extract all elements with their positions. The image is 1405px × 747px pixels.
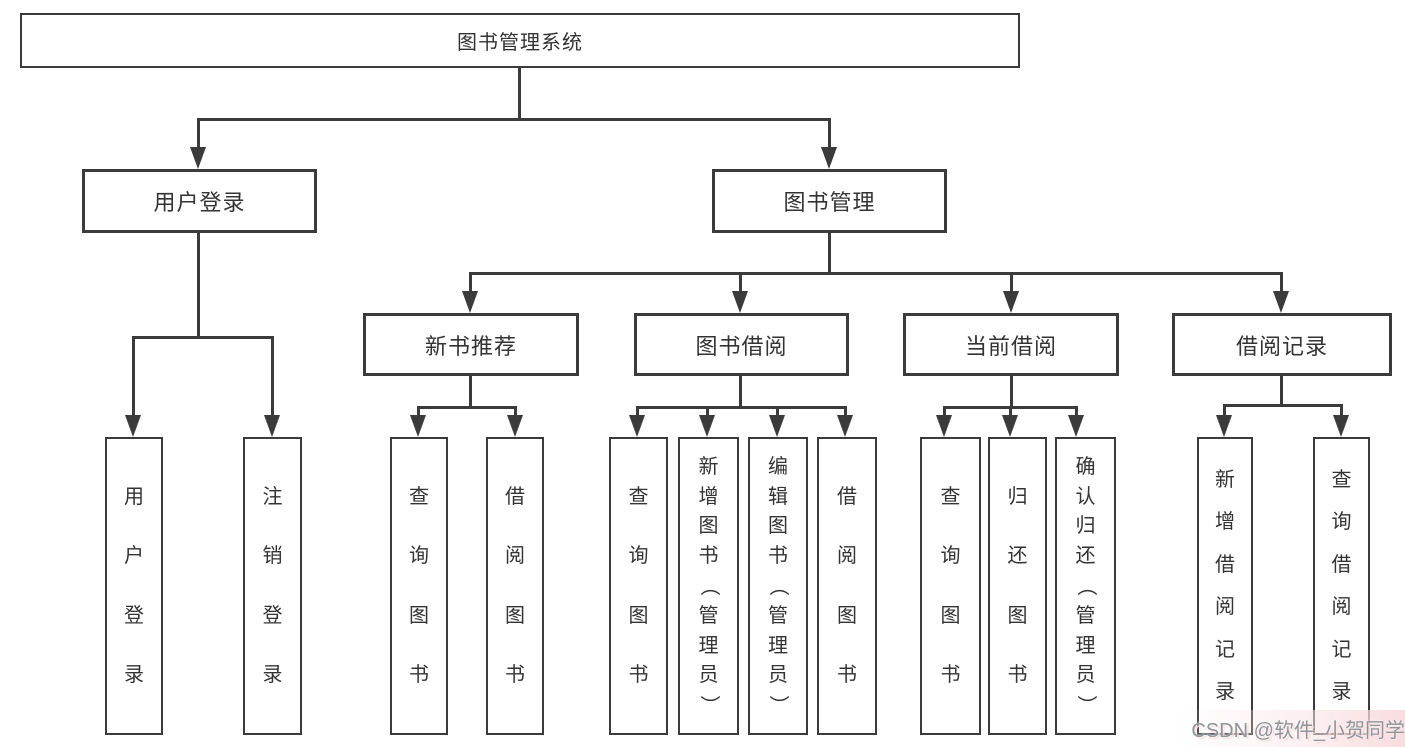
arrow-down-icon	[1333, 415, 1349, 437]
watermark-background	[1178, 710, 1405, 747]
connector-line	[844, 406, 847, 420]
arrow-down-icon	[1273, 291, 1289, 313]
node-label: 当前借阅	[964, 333, 1057, 359]
leaf-borrow-books: 借阅图书	[817, 437, 877, 735]
arrow-down-icon	[629, 415, 645, 437]
arrow-down-icon	[1003, 291, 1019, 313]
connector-line	[776, 406, 779, 420]
node-label: 图书管理	[783, 190, 876, 215]
node-user-login: 用户登录	[82, 169, 317, 233]
leaf-add-borrow-record: 新增借阅记录	[1197, 437, 1253, 735]
connector-line	[417, 406, 420, 420]
node-label: 借阅记录	[1235, 333, 1328, 359]
node-label: 图书借阅	[695, 333, 788, 359]
connector-line	[518, 66, 521, 118]
arrow-down-icon	[1002, 415, 1018, 437]
arrow-down-icon	[699, 415, 715, 437]
arrow-down-icon	[837, 415, 853, 437]
connector-line	[197, 231, 200, 336]
arrow-down-icon	[769, 415, 785, 437]
connector-line	[1010, 272, 1013, 294]
leaf-add-books-admin: 新增图书（管理员）	[678, 437, 739, 735]
node-label: 用户登录	[153, 190, 246, 215]
connector-line	[636, 406, 847, 409]
leaf-query-books: 查询图书	[609, 437, 668, 735]
arrow-down-icon	[125, 415, 141, 437]
connector-line	[1009, 406, 1012, 420]
connector-line	[1280, 374, 1283, 406]
connector-line	[469, 272, 1283, 275]
connector-line	[636, 406, 639, 420]
connector-line	[132, 336, 135, 418]
connector-line	[828, 231, 831, 274]
connector-line	[1280, 272, 1283, 294]
arrow-down-icon	[936, 415, 952, 437]
leaf-return-books: 归还图书	[988, 437, 1047, 735]
connector-line	[1223, 404, 1226, 420]
node-label: 图书管理系统	[457, 32, 583, 54]
leaf-borrow-books: 借阅图书	[486, 437, 544, 735]
arrow-down-icon	[190, 147, 206, 169]
leaf-edit-books-admin: 编辑图书（管理员）	[748, 437, 808, 735]
leaf-user-login: 用户登录	[105, 437, 163, 735]
arrow-down-icon	[264, 415, 280, 437]
connector-line	[417, 406, 517, 409]
connector-line	[1223, 404, 1343, 407]
leaf-query-borrow-record: 查询借阅记录	[1313, 437, 1370, 735]
node-library-management-system: 图书管理系统	[20, 13, 1020, 68]
connector-line	[1010, 374, 1013, 408]
node-current-borrowing: 当前借阅	[903, 313, 1119, 376]
connector-line	[132, 336, 274, 339]
arrow-down-icon	[732, 291, 748, 313]
connector-line	[739, 272, 742, 294]
arrow-down-icon	[821, 147, 837, 169]
arrow-down-icon	[462, 291, 478, 313]
arrow-down-icon	[1216, 415, 1232, 437]
connector-line	[469, 272, 472, 294]
connector-line	[1340, 404, 1343, 420]
leaf-query-books: 查询图书	[920, 437, 981, 735]
node-borrowing-records: 借阅记录	[1172, 313, 1392, 376]
connector-line	[706, 406, 709, 420]
connector-line	[943, 406, 946, 420]
node-book-management: 图书管理	[712, 169, 947, 233]
connector-line	[828, 118, 831, 150]
arrow-down-icon	[507, 415, 523, 437]
node-book-borrowing: 图书借阅	[634, 313, 849, 376]
connector-line	[271, 336, 274, 418]
arrow-down-icon	[1068, 415, 1084, 437]
connector-line	[197, 118, 831, 121]
connector-line	[514, 406, 517, 420]
watermark-text: CSDN @软件_小贺同学	[1191, 719, 1405, 742]
connector-line	[469, 374, 472, 408]
node-label: 新书推荐	[424, 333, 517, 359]
leaf-query-books: 查询图书	[390, 437, 448, 735]
connector-line	[197, 118, 200, 150]
connector-line	[1075, 406, 1078, 420]
connector-line	[739, 374, 742, 408]
leaf-logout: 注销登录	[243, 437, 302, 735]
node-new-book-recommend: 新书推荐	[363, 313, 579, 376]
leaf-confirm-return-admin: 确认归还（管理员）	[1055, 437, 1116, 735]
arrow-down-icon	[410, 415, 426, 437]
